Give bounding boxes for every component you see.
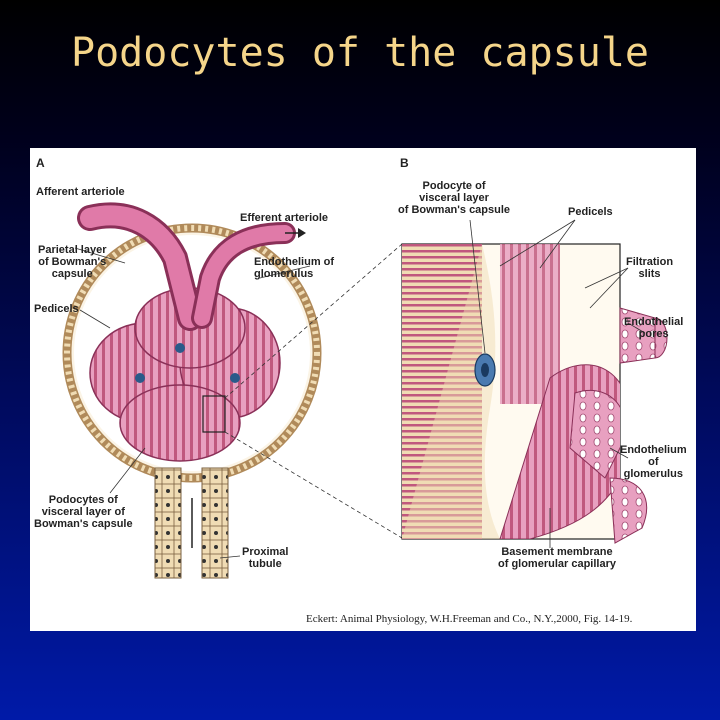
- figure-panel: A B Afferent arteriole Efferent arteriol…: [30, 148, 696, 631]
- panel-a-drawing: [62, 202, 403, 579]
- label-podocytes-visceral: Podocytes of visceral layer of Bowman's …: [34, 494, 133, 530]
- label-pedicels-a: Pedicels: [34, 303, 79, 315]
- label-filtration-slits: Filtration slits: [626, 256, 674, 280]
- label-endothelium-glomerulus: Endothelium of glomerulus: [254, 256, 335, 280]
- label-efferent-arteriole: Efferent arteriole: [240, 212, 329, 224]
- panel-b-leaders: [469, 219, 646, 548]
- label-parietal-layer: Parietal layer of Bowman's capsule: [38, 244, 107, 280]
- label-endothelium-b: Endothelium of glomerulus: [620, 444, 687, 480]
- arterioles-drawing: [77, 202, 306, 331]
- panel-a-letter: A: [36, 156, 45, 170]
- panel-a-leaders: [74, 247, 311, 559]
- figure-citation: Eckert: Animal Physiology, W.H.Freeman a…: [306, 613, 633, 625]
- kidney-illustration: [62, 202, 668, 579]
- label-basement-membrane: Basement membrane of glomerular capillar…: [498, 546, 616, 570]
- slide-title: Podocytes of the capsule: [71, 30, 649, 76]
- label-afferent-arteriole: Afferent arteriole: [36, 186, 125, 198]
- panel-b-letter: B: [400, 156, 409, 170]
- panel-b-drawing: [401, 219, 668, 548]
- proximal-tubule-drawing: [154, 467, 229, 579]
- label-pedicels-b: Pedicels: [568, 206, 613, 218]
- label-endothelial-pores: Endothelial pores: [624, 316, 684, 340]
- label-podocyte-b: Podocyte of visceral layer of Bowman's c…: [398, 180, 511, 216]
- label-proximal-tubule: Proximal tubule: [242, 546, 289, 570]
